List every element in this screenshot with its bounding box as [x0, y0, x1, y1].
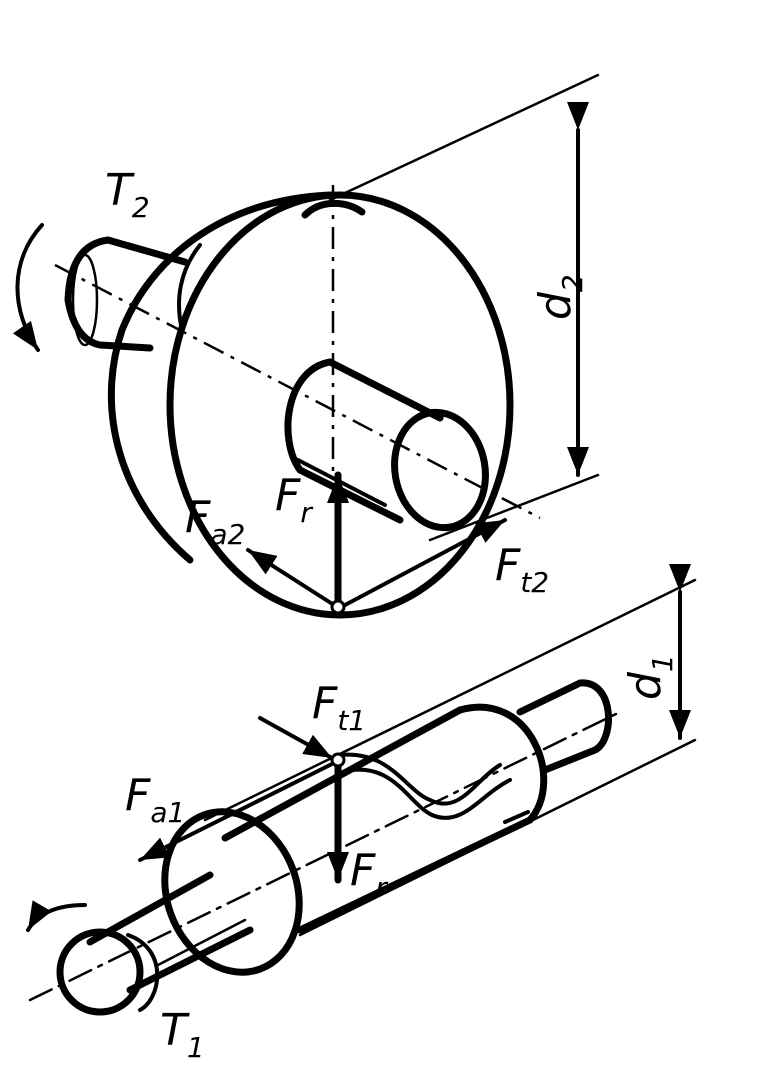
worm-axis-dash: [28, 710, 622, 1002]
worm-body: [221, 706, 534, 934]
label-t1: T1: [160, 1005, 205, 1064]
worm-rear-shaft: [516, 679, 612, 774]
d2-lower-extension: [428, 473, 600, 542]
worm-thread-b: [350, 767, 512, 820]
wheel-rear-rim: [107, 191, 334, 564]
worm-front-end: [161, 808, 303, 976]
t1-torque-arrow: [126, 933, 160, 1012]
label-ft2: Ft2: [495, 540, 549, 599]
worm-force-origin: [330, 752, 346, 768]
label-d1: d1: [620, 654, 679, 700]
worm-thread-a: [338, 752, 502, 806]
worm: [28, 578, 697, 1016]
worm-top-extension: [203, 578, 697, 822]
d2-dimension: [328, 73, 600, 542]
label-ft1: Ft1: [312, 678, 366, 737]
wheel-hub: [284, 358, 444, 524]
label-fa2: Fa2: [185, 492, 245, 551]
label-fr-bottom: Fr: [350, 845, 388, 904]
worm-front-shaft-hatch: [156, 918, 247, 967]
ft2-arrow: [343, 518, 507, 607]
wheel-force-origin: [330, 599, 346, 615]
t1-torque-arrow-head: [26, 900, 87, 932]
t2-torque-arrow: [12, 223, 44, 352]
fa1-arrow: [138, 760, 338, 862]
wheel-shaft-end: [71, 253, 99, 347]
wheel-back-shaft: [64, 236, 189, 352]
worm-thread-c: [503, 810, 530, 824]
wheel-force-vectors: [246, 471, 507, 615]
label-t2: T2: [105, 165, 150, 224]
ft1-arrow: [258, 716, 334, 760]
label-fa1: Fa1: [125, 770, 185, 829]
wheel-rim-arc-left: [177, 243, 202, 332]
worm-rear-end: [456, 703, 548, 824]
wheel-hub-end: [391, 408, 489, 532]
label-d2: d2: [530, 274, 589, 320]
d2-upper-extension: [328, 73, 600, 202]
worm-force-vectors: [138, 716, 349, 884]
worm-wheel: [54, 185, 541, 619]
worm-front-shaft-end: [56, 928, 144, 1016]
label-fr-top: Fr: [275, 470, 313, 529]
fa2-arrow: [246, 548, 336, 607]
